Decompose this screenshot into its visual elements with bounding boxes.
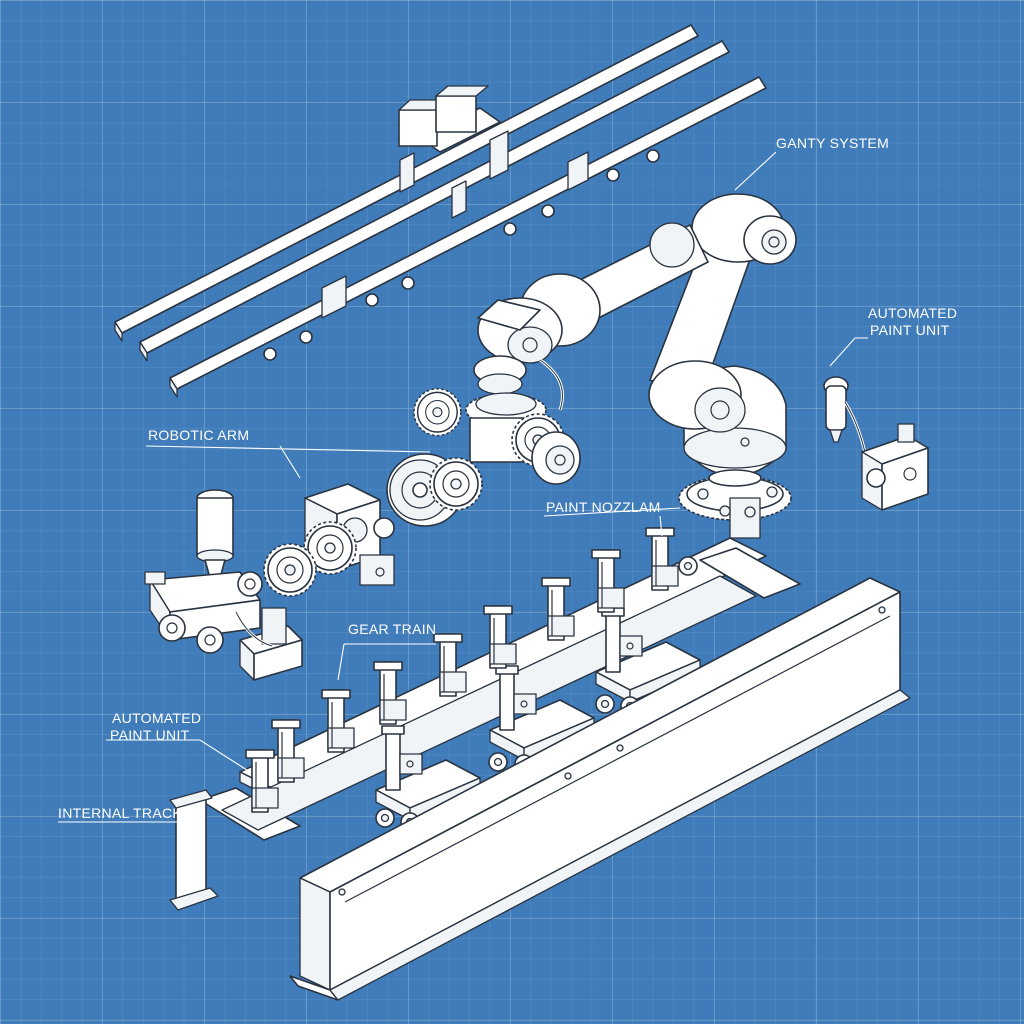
callout-automated-paint-unit-left-line2: PAINT UNIT <box>110 727 190 743</box>
callout-automated-paint-unit-right-line1: AUTOMATED <box>868 305 958 321</box>
internal-track <box>169 527 911 1001</box>
callout-robotic-arm: ROBOTIC ARM <box>148 427 250 443</box>
gantry-system <box>114 24 767 398</box>
automated-paint-unit-right <box>823 376 929 511</box>
leader-lines <box>58 151 868 823</box>
callout-internal-track: INTERNAL TRACK <box>58 805 182 821</box>
callout-ganty-system: GANTY SYSTEM <box>776 135 890 151</box>
robotic-arm <box>413 193 797 539</box>
gear-train <box>263 453 483 597</box>
callout-automated-paint-unit-right-line2: PAINT UNIT <box>870 322 950 338</box>
callout-gear-train: GEAR TRAIN <box>348 621 437 637</box>
automated-paint-unit-left <box>144 489 303 681</box>
callout-paint-nozzle: PAINT NOZZLAM <box>546 499 661 515</box>
callout-automated-paint-unit-left-line1: AUTOMATED <box>112 710 202 726</box>
